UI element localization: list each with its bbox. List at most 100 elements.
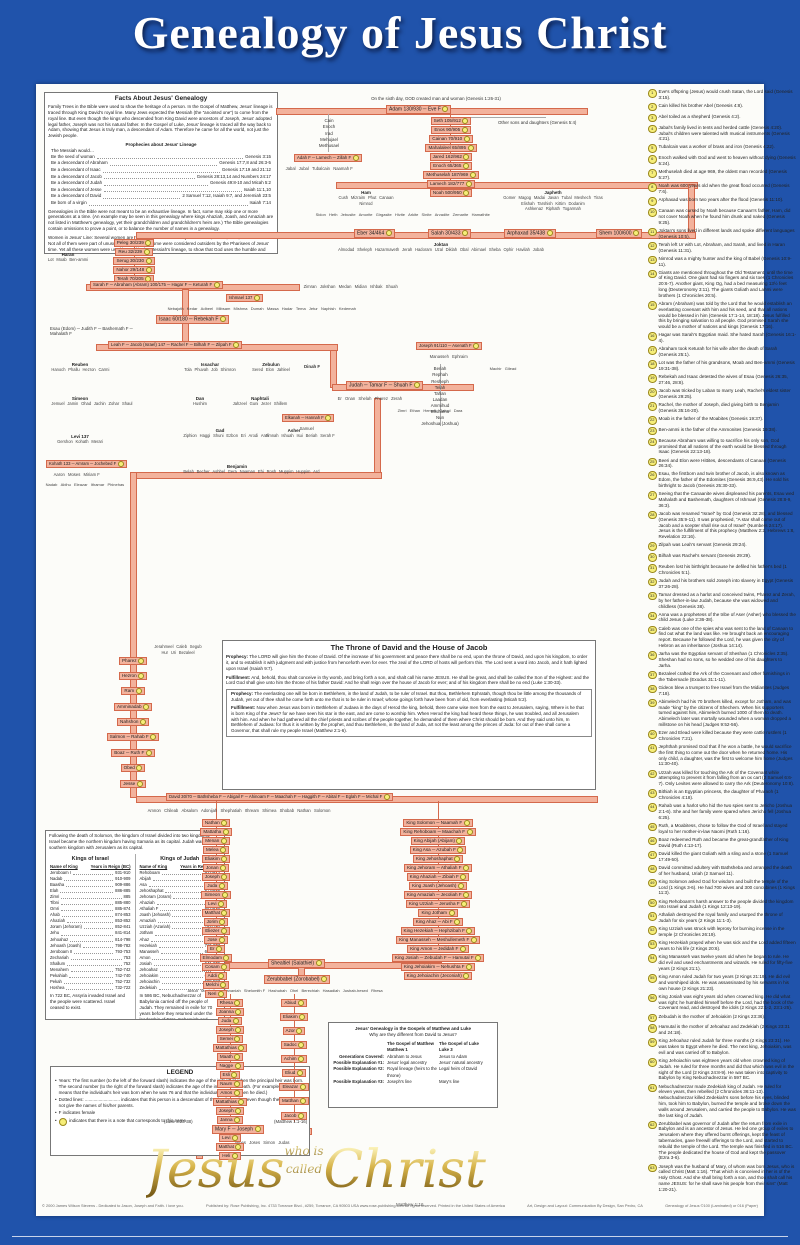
gospels-box-title: Jesus' Genealogy in the Gospels of Matth… xyxy=(354,1026,472,1031)
note-text: Terah left Ur with Lot, Abraham, and Sar… xyxy=(658,241,785,253)
samuel-sons-row: Samuel xyxy=(299,426,314,431)
note-number-circle: 61 xyxy=(648,1083,657,1093)
facts-box: Facts About Jesus' Genealogy Family Tree… xyxy=(44,92,278,254)
note-number-circle: 28 xyxy=(648,510,657,520)
note-item: 9 Arphaxad was born two years after the … xyxy=(648,197,796,206)
note-item: 30 Bilhah was Rachel's servant (Genesis … xyxy=(648,553,796,562)
note-number-circle: 43 xyxy=(648,789,657,798)
table-row: Joram (Jehoram)852-841 xyxy=(50,924,131,930)
david-label: David 30/70 ─ Bathsheba F ─ Abigail F ─ … xyxy=(166,793,393,801)
note-text: King Jehoiachin was eighteen years old w… xyxy=(658,1058,795,1081)
note-text: Rahab was a harlot who hid the two spies… xyxy=(658,803,793,820)
note-item: 24 Because Abraham was willing to sacrif… xyxy=(648,437,796,455)
throne-fulfillment-2: Now when Jesus was born in Bethlehem of … xyxy=(231,704,584,734)
joktan-title: Joktan xyxy=(433,242,449,247)
gospels-box: Jesus' Genealogy in the Gospels of Matth… xyxy=(328,1022,498,1108)
note-item: 44 Rahab was a harlot who hid the two sp… xyxy=(648,803,796,820)
note-item: 40 Ezer and Elead were killed because th… xyxy=(648,730,796,742)
note-number-circle: 37 xyxy=(648,670,657,680)
note-item: 56 King Josiah was eight years old when … xyxy=(648,993,796,1011)
note-number-circle: 15 xyxy=(648,301,657,310)
gold-reference: Matthew 1:16 xyxy=(396,1202,424,1207)
note-text: Giants are mentioned throughout the Old … xyxy=(658,269,794,298)
note-item: 59 King Jehoahaz ruled Judah for three m… xyxy=(648,1038,796,1055)
note-item: 4 Jabal's family lived in tents and herd… xyxy=(648,124,796,142)
note-text: Tamar dressed as a harlot and conceived … xyxy=(658,591,795,609)
note-item: 31 Reuben lost his birthright because he… xyxy=(648,564,796,576)
note-text: Rachel, the mother of Joseph, died givin… xyxy=(658,402,779,413)
jacob-label: Leah F ─ Jacob (Israel) 147 ─ Rachel F ─… xyxy=(108,341,243,350)
note-number-circle: 23 xyxy=(648,426,657,436)
samuel-band: Elkanah ─ Hannah F xyxy=(282,414,335,422)
gospels-row: Generations Covered: Abraham to Jesus Je… xyxy=(339,1053,468,1059)
dan-cluster: Dan Hushim xyxy=(193,396,207,406)
note-number-circle: 3 xyxy=(648,113,657,123)
note-item: 15 Abram (Abraham) was told by the Lord … xyxy=(648,301,796,330)
note-number-circle: 54 xyxy=(648,954,657,963)
throne-prophecy-2: The everlasting one will be born in Beth… xyxy=(231,691,582,703)
prophecies-title: Prophecies about Jesus' Lineage xyxy=(125,142,197,148)
note-number-circle: 22 xyxy=(648,416,657,425)
note-item: 43 Bithiah is an Egyptian princess, the … xyxy=(648,789,796,801)
note-item: 21 Rachel, the mother of Joseph, died gi… xyxy=(648,402,796,414)
note-item: 8 Noah was 600 years old when the great … xyxy=(648,183,796,195)
throne-box: The Throne of David and the House of Jac… xyxy=(222,640,596,790)
note-item: 39 Abimelech had his 70 brothers killed,… xyxy=(648,698,796,728)
note-number-circle: 21 xyxy=(648,402,657,411)
note-item: 5 Tubalcain was a worker of brass and ir… xyxy=(648,144,796,153)
note-item: 7 Methuselah died at age 969, the oldest… xyxy=(648,169,796,181)
note-text: Zerubbabel was governor of Judah after t… xyxy=(658,1120,794,1161)
gospels-row: Possible Explanation #1: Jesus' legal an… xyxy=(333,1060,483,1065)
note-text: Ezer and Elead were killed because they … xyxy=(658,730,787,741)
judah-table-title: Kings of Judah xyxy=(160,855,200,862)
note-item: 34 Anna was a prophetess of the tribe of… xyxy=(648,611,796,624)
note-text: Uzzah was killed for touching the Ark of… xyxy=(658,769,795,787)
note-number-circle: 32 xyxy=(648,577,657,587)
note-number-circle: 42 xyxy=(648,769,657,779)
note-number-circle: 25 xyxy=(648,457,657,467)
note-text: Jacob was tricked by Laban to marry Leah… xyxy=(658,388,791,399)
note-text: Athaliah destroyed the royal family and … xyxy=(658,912,783,924)
kings-box: Following the death of Solomon, the king… xyxy=(45,830,225,1020)
note-item: 41 Jephthah promised God that if he won … xyxy=(648,744,796,767)
note-text: Nebuchadnezzar made Zedekiah king of Jud… xyxy=(658,1083,796,1118)
note-text: Beeri and Elon were Hittites, descendant… xyxy=(658,457,786,469)
zerubbabel-chip: Zerubbabel (Zorobabel) xyxy=(264,975,331,985)
note-text: Esau, the firstborn and twin brother of … xyxy=(658,471,789,489)
note-text: Ruth, a Moabitess, chose to follow the G… xyxy=(658,822,788,834)
creation-caption: On the sixth day, GOD created man and wo… xyxy=(371,96,501,101)
note-item: 18 Lot was the father of his grandsons, … xyxy=(648,360,796,372)
note-item: 27 Seeing that the Canaanite wives displ… xyxy=(648,491,796,508)
note-number-circle: 55 xyxy=(648,974,657,983)
note-item: 11 Joktan's sons lived in different land… xyxy=(648,227,796,240)
gold-jesus: Jesus xyxy=(146,1140,285,1200)
footer-product: Genealogy of Jesus ©100 (Laminated) or 0… xyxy=(665,1203,758,1208)
note-text: King Rehoboam's harsh answer to the peop… xyxy=(658,898,794,910)
note-item: 51 Athaliah destroyed the royal family a… xyxy=(648,912,796,924)
note-item: 1 Eve's offspring (Jesus) would crush Sa… xyxy=(648,89,796,101)
note-text: Lot was the father of his grandsons, Moa… xyxy=(658,360,795,371)
note-text: Tubalcain was a worker of brass and iron… xyxy=(658,144,775,150)
note-item: 57 Zebudah is the mother of Jehoiakim (2… xyxy=(648,1013,796,1023)
footer: © 2000 James Wilson Stevens - Dedicated … xyxy=(36,1201,764,1210)
note-text: Caleb was one of the spies who was sent … xyxy=(658,625,794,648)
notes-column: 1 Eve's offspring (Jesus) would crush Sa… xyxy=(648,89,796,1197)
